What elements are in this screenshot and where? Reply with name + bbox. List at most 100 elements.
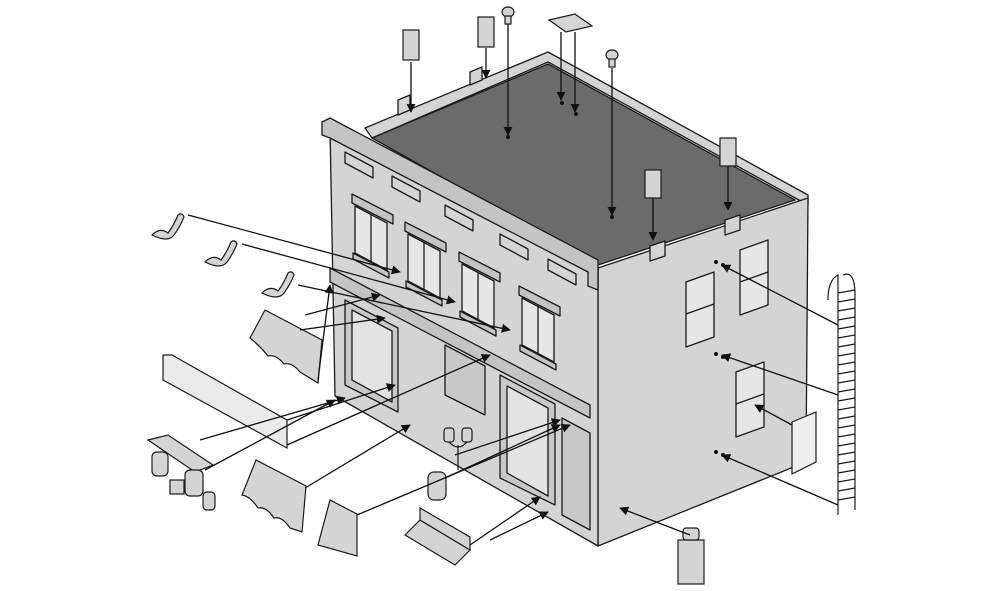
cornice-bracket: [150, 213, 185, 240]
assembly-arrow: [721, 454, 839, 506]
frieze-panel: [499, 233, 529, 261]
assembly-arrow: [454, 418, 561, 456]
ladder-rung: [837, 289, 856, 294]
assembly-arrow: [299, 314, 386, 331]
parapet-bump: [649, 240, 666, 262]
assembly-arrow: [469, 496, 541, 546]
lamp-globe: [461, 427, 473, 443]
assembly-arrow: [304, 424, 411, 489]
ladder-rung: [837, 397, 856, 402]
assembly-arrow: [241, 243, 456, 305]
barrel: [151, 451, 169, 477]
awning: [317, 499, 358, 557]
bench-back: [419, 506, 471, 552]
ladder-rung: [837, 352, 856, 357]
parapet-bump: [469, 66, 483, 86]
display-window-glass: [506, 385, 549, 497]
assembly-arrow: [199, 395, 346, 441]
bench: [404, 506, 471, 566]
ladder-rung: [837, 388, 856, 393]
mounting-hole: [506, 135, 510, 139]
lamp-globe: [443, 427, 455, 443]
mounting-hole: [560, 101, 564, 105]
assembly-arrow: [204, 399, 336, 471]
assembly-arrow: [187, 214, 401, 275]
mounting-hole: [721, 453, 725, 457]
roof-vent-stem: [504, 15, 512, 25]
frieze-panel: [444, 204, 474, 232]
parapet-bump: [724, 214, 741, 236]
entry-door: [444, 344, 486, 416]
ladder-rung: [837, 415, 856, 420]
ladder: [827, 273, 856, 515]
ac-unit: [719, 137, 737, 167]
barrel: [184, 469, 204, 497]
awning: [249, 309, 323, 385]
trash-can-lid: [682, 527, 700, 541]
frieze-panel: [344, 151, 374, 179]
barrel: [202, 491, 216, 511]
ladder-rung: [837, 451, 856, 456]
sign-board: [162, 354, 288, 450]
upper-windows: [351, 193, 561, 371]
ac-unit: [644, 169, 662, 199]
ac-unit: [402, 29, 420, 61]
window-rail: [685, 303, 715, 315]
mounting-hole: [714, 260, 718, 264]
mounting-hole: [721, 355, 725, 359]
awning: [241, 459, 307, 533]
lamp-post: [448, 441, 468, 470]
ladder-rail: [827, 273, 856, 515]
ladder-rung: [837, 424, 856, 429]
side-windows: [685, 239, 769, 438]
window-sill: [519, 344, 557, 371]
crate: [169, 479, 185, 495]
cornice: [321, 117, 599, 291]
assembly-arrow: [304, 292, 381, 316]
assembly-arrow: [489, 511, 549, 541]
ladder-rung: [837, 361, 856, 366]
ladder-rung: [837, 316, 856, 321]
window-hood: [404, 221, 447, 253]
parts: [146, 6, 856, 585]
ladder-rung: [837, 370, 856, 375]
ladder-rung: [837, 343, 856, 348]
ac-unit: [477, 16, 495, 48]
poster: [791, 411, 817, 475]
assembly-arrow: [317, 284, 334, 381]
barrel: [427, 471, 447, 501]
ladder-rung: [837, 307, 856, 312]
window-rail: [739, 271, 769, 283]
ladder-rung: [837, 442, 856, 447]
building: [321, 51, 809, 547]
barrels-and-crates: [146, 434, 216, 511]
assembly-arrow: [619, 506, 691, 536]
cornice-bracket: [260, 271, 295, 298]
window-hood: [351, 193, 394, 225]
assembly-arrow: [286, 354, 491, 446]
trash-can: [677, 527, 705, 585]
window-hood: [518, 285, 561, 317]
mounting-hole: [721, 263, 725, 267]
roof-vent-stem: [608, 58, 616, 68]
ladder-rung: [837, 433, 856, 438]
ladder-rung: [837, 379, 856, 384]
frieze-panels: [344, 151, 577, 286]
frieze-panel: [547, 258, 577, 286]
cornice-bracket: [203, 240, 238, 267]
side-door: [561, 417, 591, 531]
ladder-rung: [837, 496, 856, 501]
street-lamp: [443, 427, 473, 470]
ladder-rung: [837, 325, 856, 330]
mounting-hole: [610, 215, 614, 219]
ladder-rung: [837, 487, 856, 492]
assembly-arrow: [754, 404, 793, 426]
display-window-glass: [351, 309, 393, 403]
ladder-rung: [837, 460, 856, 465]
mounting-holes: [506, 101, 725, 457]
ladder-rung: [837, 298, 856, 303]
ladder-rung: [837, 469, 856, 474]
trash-can-body: [677, 539, 705, 585]
mounting-hole: [714, 450, 718, 454]
